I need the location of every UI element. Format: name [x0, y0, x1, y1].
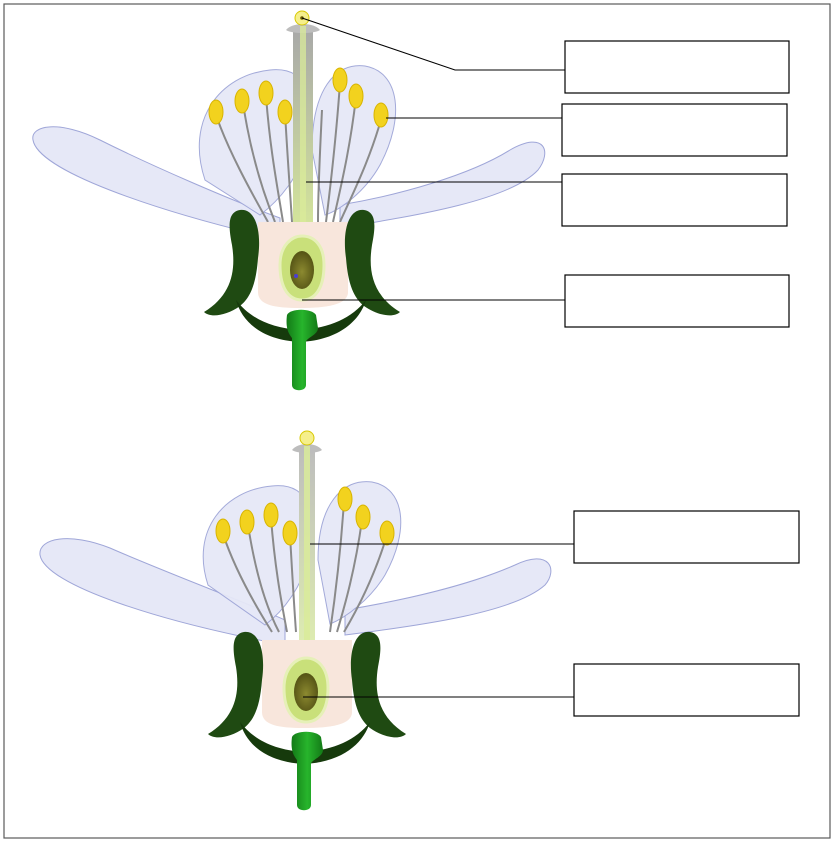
sepal-left-icon	[204, 209, 260, 316]
label-box-anther[interactable]	[561, 103, 788, 157]
anther-icon	[215, 486, 395, 546]
anther-icon	[208, 67, 389, 128]
label-box-pollen-tube[interactable]	[561, 173, 788, 227]
petal-icon	[339, 141, 546, 229]
flower-stalk-icon	[286, 309, 318, 391]
flower-top-figure	[32, 10, 546, 391]
label-box-pollen-tube-2[interactable]	[573, 510, 800, 564]
petal-icon	[32, 126, 281, 241]
ovule-icon	[294, 673, 318, 711]
sepal-base-icon	[236, 300, 366, 342]
ovule-icon	[290, 251, 314, 289]
label-box-ovule[interactable]	[564, 274, 790, 328]
pollen-tube-icon	[300, 26, 306, 255]
flower-bottom-figure	[39, 430, 552, 811]
pollen-tube-icon	[304, 446, 310, 672]
leader-line-pollen-grain	[301, 17, 565, 71]
label-box-ovule-2[interactable]	[573, 663, 800, 717]
label-box-pollen-grain[interactable]	[564, 40, 790, 94]
sepal-base-icon	[240, 722, 370, 764]
egg-nucleus-icon	[294, 274, 298, 278]
flower-stalk-icon	[291, 731, 323, 811]
sepal-right-icon	[344, 209, 400, 316]
pollen-grain-icon	[299, 430, 315, 446]
leader-lines-top	[301, 17, 565, 301]
stamen-filaments	[222, 501, 388, 633]
petal-icon	[39, 538, 286, 646]
diagram-frame	[3, 3, 831, 839]
sepal-left-icon	[208, 631, 264, 738]
sepal-right-icon	[350, 631, 406, 738]
petal-icon	[311, 65, 397, 216]
leader-lines-bottom	[303, 543, 574, 698]
petal-icon	[344, 558, 552, 636]
